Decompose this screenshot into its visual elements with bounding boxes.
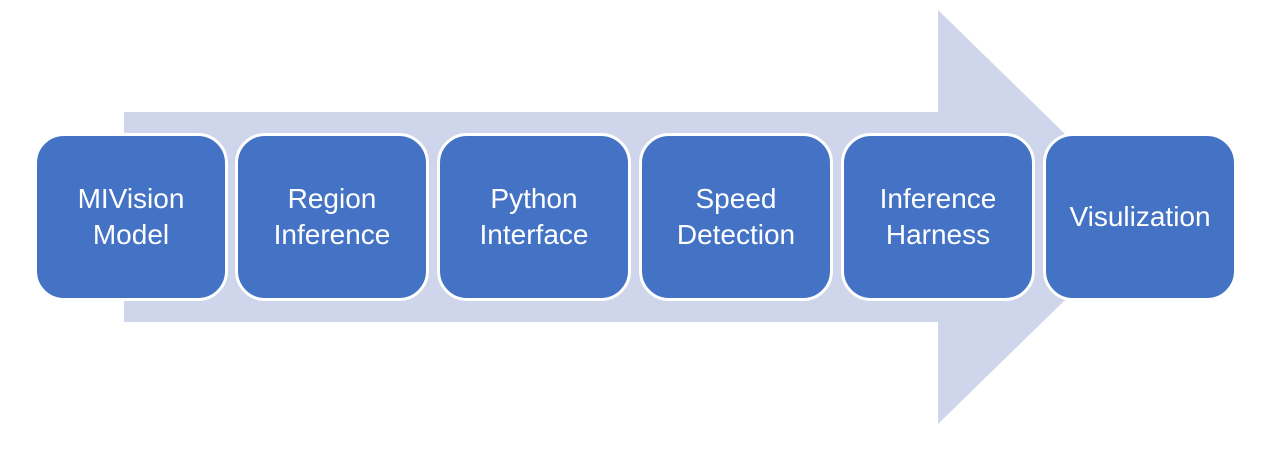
step-python-interface: Python Interface [437,133,631,301]
step-label: Region Inference [273,183,391,250]
step-label: Visulization [1069,201,1211,232]
step-label: Python Interface [479,183,589,250]
step-mivision-model: MIVision Model [34,133,228,301]
step-label: Inference Harness [879,183,997,250]
step-region-inference: Region Inference [235,133,429,301]
step-inference-harness: Inference Harness [841,133,1035,301]
step-label: Speed Detection [676,183,796,250]
step-label: MIVision Model [77,183,185,250]
step-visulization: Visulization [1043,133,1237,301]
arrow-shape [124,10,1150,424]
step-speed-detection: Speed Detection [639,133,833,301]
